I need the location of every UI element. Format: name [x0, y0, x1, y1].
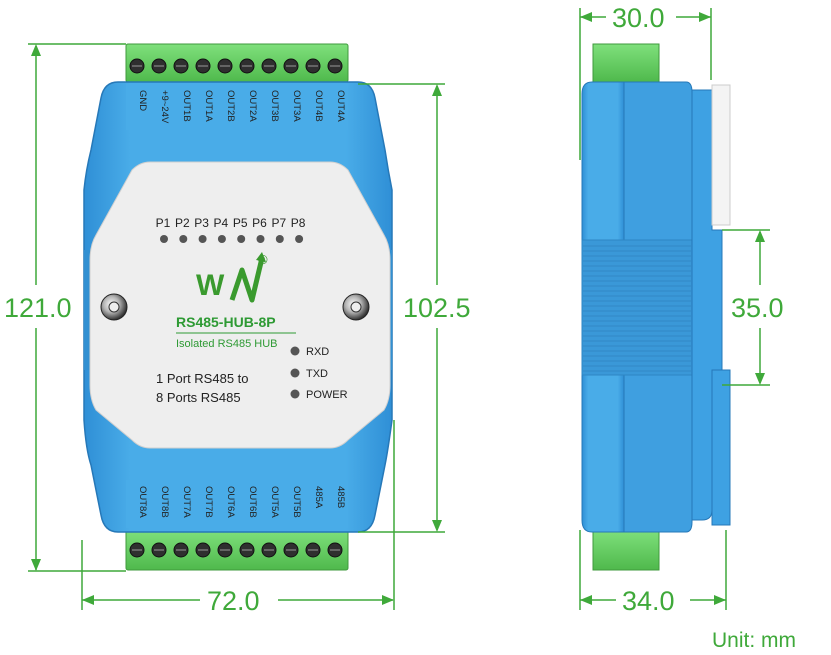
dimension-depth-30: 30.0 [612, 3, 665, 33]
terminal-label: OUT6B [247, 486, 258, 518]
registered-mark: ® [258, 252, 268, 267]
front-panel [89, 161, 391, 449]
terminal-label: OUT4A [335, 90, 346, 122]
port-led-icon [295, 235, 304, 243]
model-name: RS485-HUB-8P [176, 314, 276, 330]
port-label: P2 [175, 216, 190, 230]
terminal-label: 485A [313, 486, 324, 509]
port-label: P1 [156, 216, 171, 230]
port-led-icon [160, 235, 168, 243]
terminal-label: OUT8A [137, 486, 148, 518]
top-terminal-block [125, 43, 349, 83]
logo-letter: W [196, 269, 225, 302]
side-top-terminal [592, 43, 660, 83]
terminal-label: OUT3A [291, 90, 302, 122]
indicator-label-power: POWER [306, 389, 348, 401]
port-label: P3 [194, 216, 209, 230]
port-led-icon [217, 235, 226, 243]
waveshare-logo: W ® [196, 252, 268, 303]
side-view [581, 43, 731, 571]
unit-label: Unit: mm [712, 629, 796, 652]
description-line-2: 8 Ports RS485 [156, 390, 241, 405]
port-label: P7 [271, 216, 286, 230]
dimension-width-72: 72.0 [207, 586, 260, 616]
model-subtitle: Isolated RS485 HUB [176, 338, 278, 350]
terminal-label: OUT2B [225, 90, 236, 122]
terminal-label: OUT7A [181, 486, 192, 518]
indicator-rxd: RXD [290, 346, 329, 358]
dimension-height-121: 121.0 [4, 293, 72, 323]
terminal-label: GND [137, 90, 148, 111]
port-led-icon [198, 235, 207, 243]
dimension-depth-34: 34.0 [622, 586, 675, 616]
terminal-label: OUT6A [225, 486, 236, 518]
indicator-label-txd: TXD [306, 368, 328, 380]
top-label-area [126, 84, 348, 130]
port-label: P4 [214, 216, 229, 230]
port-label: P8 [291, 216, 306, 230]
terminal-label: OUT5B [291, 486, 302, 518]
terminal-label: OUT4B [313, 90, 324, 122]
terminal-label: OUT8B [159, 486, 170, 518]
indicator-label-rxd: RXD [306, 346, 329, 358]
port-led-icon [275, 235, 284, 243]
dimension-rail-35: 35.0 [731, 293, 784, 323]
port-label: P6 [252, 216, 267, 230]
bottom-label-area [126, 480, 348, 528]
terminal-label: OUT7B [203, 486, 214, 518]
logo-arrow-icon [229, 257, 265, 303]
port-led-icon [179, 235, 188, 243]
rail-latch-top [711, 84, 731, 226]
dimension-height-102-5: 102.5 [403, 293, 471, 323]
terminal-label: OUT3B [269, 90, 280, 122]
port-label: P5 [233, 216, 248, 230]
side-bottom-terminal [592, 529, 660, 571]
indicator-txd: TXD [290, 368, 328, 380]
front-view: GND +9~24V OUT1B OUT1A OUT2B OUT2A OUT3B OUT3A O… [83, 43, 393, 571]
rail-latch-bottom [711, 369, 731, 526]
terminal-label: OUT5A [269, 486, 280, 518]
terminal-label: OUT1A [203, 90, 214, 122]
terminal-label: +9~24V [159, 90, 170, 124]
description-line-1: 1 Port RS485 to [156, 371, 249, 386]
logo-arrowhead-icon [256, 252, 266, 262]
port-led-icon [256, 235, 265, 243]
side-grip-ribs [581, 239, 693, 376]
terminal-label: 485B [335, 486, 346, 508]
bottom-terminal-block [125, 529, 349, 571]
terminal-label: OUT1B [181, 90, 192, 122]
dimension-lines [28, 8, 770, 610]
terminal-label: OUT2A [247, 90, 258, 122]
port-led-icon [237, 235, 246, 243]
indicator-power: POWER [290, 389, 348, 401]
